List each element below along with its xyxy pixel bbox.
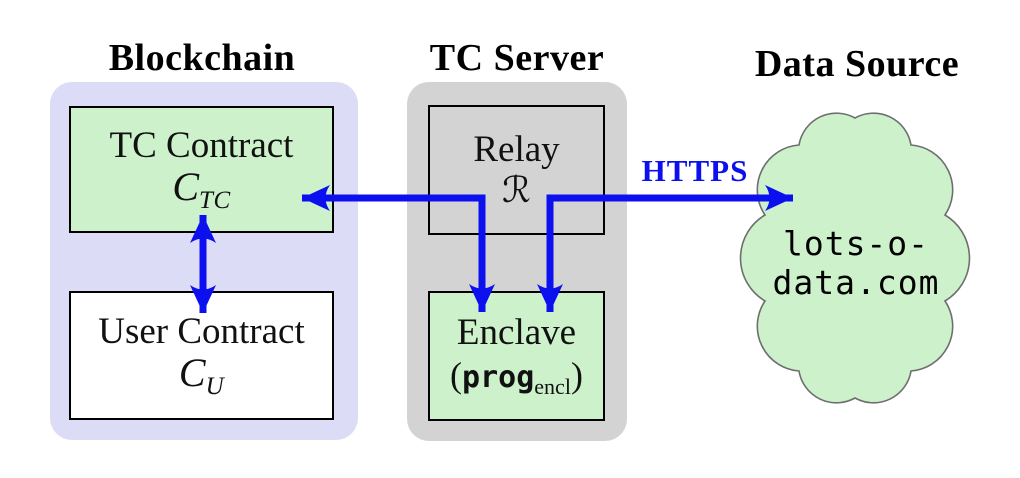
data-source-title: Data Source	[754, 43, 960, 85]
enclave-label: Enclave	[456, 312, 577, 354]
relay-box: Relay ℛ	[428, 105, 605, 235]
relay-label: Relay	[473, 129, 560, 171]
tc-contract-symbol: CTC	[172, 166, 230, 214]
data-source-domain: lots-o- data.com	[773, 224, 940, 302]
encl-subscript: encl	[534, 373, 571, 399]
script-c-symbol: C	[172, 164, 200, 210]
script-c-symbol: C	[178, 350, 206, 396]
enclave-box: Enclave (progencl)	[428, 291, 605, 421]
paren-close: )	[570, 354, 583, 395]
prog-label: prog	[462, 359, 535, 395]
enclave-program: (progencl)	[450, 354, 583, 400]
tc-contract-box: TC Contract CTC	[69, 106, 334, 233]
domain-line-2: data.com	[772, 263, 940, 302]
https-label: HTTPS	[641, 153, 749, 188]
paren-open: (	[450, 354, 463, 395]
tc-server-title: TC Server	[429, 37, 605, 79]
domain-line-1: lots-o-	[782, 224, 930, 263]
u-subscript: U	[205, 373, 225, 401]
tc-subscript: TC	[199, 187, 231, 215]
user-contract-box: User Contract CU	[69, 291, 334, 420]
tc-contract-label: TC Contract	[109, 124, 294, 166]
script-r-symbol: ℛ	[502, 169, 531, 211]
user-contract-label: User Contract	[98, 310, 305, 352]
blockchain-title: Blockchain	[108, 37, 296, 79]
user-contract-symbol: CU	[179, 352, 224, 400]
